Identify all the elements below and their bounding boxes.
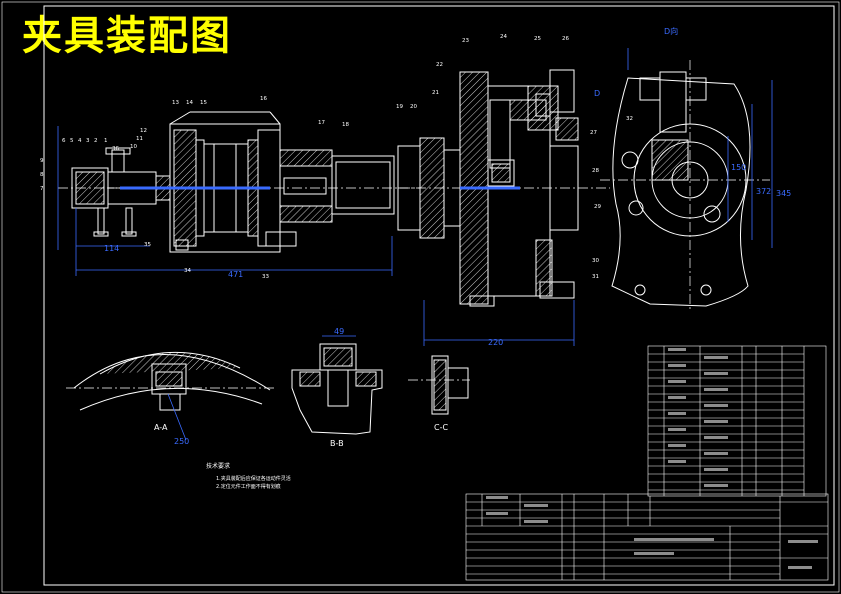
dim-49: 49 <box>334 327 344 336</box>
dim-150: 150 <box>731 163 746 172</box>
notes-line-1: 1.夹具装配后应保证各运动件灵活 <box>216 475 291 482</box>
parts-list-fill <box>486 348 818 569</box>
balloon: 7 <box>40 186 44 192</box>
notes-line-2: 2.定位元件工作面不得有划痕 <box>216 483 281 490</box>
dim-250: 250 <box>174 437 189 446</box>
section-aa <box>66 351 276 411</box>
section-cc <box>408 355 470 415</box>
balloon: 15 <box>200 100 207 106</box>
balloon: 12 <box>140 128 147 134</box>
balloon: 18 <box>342 122 349 128</box>
technical-notes: 技术要求 1.夹具装配后应保证各运动件灵活 2.定位元件工作面不得有划痕 <box>206 462 291 490</box>
balloon-numbers: 9 8 7 6 5 4 3 2 1 10 11 12 13 14 15 16 1… <box>40 34 633 280</box>
balloon: 6 <box>62 138 66 144</box>
balloon: 20 <box>410 104 417 110</box>
parts-list <box>465 345 829 581</box>
balloon: 36 <box>112 146 119 152</box>
balloon: 23 <box>462 38 469 44</box>
balloon: 32 <box>626 116 633 122</box>
balloon: 8 <box>40 172 44 178</box>
chuck-view <box>397 69 610 307</box>
balloon: 19 <box>396 104 403 110</box>
balloon: 24 <box>500 34 507 40</box>
balloon: 17 <box>318 120 325 126</box>
balloon: 1 <box>104 138 108 144</box>
balloon: 33 <box>262 274 269 280</box>
view-labels: A-A B-B C-C D向 D <box>154 26 678 448</box>
balloon: 35 <box>144 242 151 248</box>
dim-114: 114 <box>104 244 119 253</box>
dim-220: 220 <box>488 338 503 347</box>
balloon: 3 <box>86 138 90 144</box>
balloon: 29 <box>594 204 601 210</box>
dim-345: 345 <box>776 189 791 198</box>
balloon: 21 <box>432 90 439 96</box>
balloon: 30 <box>592 258 599 264</box>
balloon: 13 <box>172 100 179 106</box>
main-assembly-view <box>58 111 420 253</box>
balloon: 22 <box>436 62 443 68</box>
section-bb <box>291 343 383 435</box>
view-d <box>600 60 770 310</box>
balloon: 4 <box>78 138 82 144</box>
balloon: 5 <box>70 138 74 144</box>
balloon: 34 <box>184 268 191 274</box>
label-view-d: D向 <box>664 26 678 36</box>
inner-frame <box>43 5 835 586</box>
drawing-title: 夹具装配图 <box>22 13 232 59</box>
balloon: 31 <box>592 274 599 280</box>
balloon: 28 <box>592 168 599 174</box>
balloon: 27 <box>590 130 597 136</box>
balloon: 14 <box>186 100 193 106</box>
dim-372: 372 <box>756 187 771 196</box>
balloon: 9 <box>40 158 44 164</box>
dimension-texts: 114 471 220 49 345 372 150 250 <box>104 163 791 446</box>
label-arrow-d: D <box>594 89 600 98</box>
label-section-aa: A-A <box>154 423 168 432</box>
dimension-lines <box>57 48 773 441</box>
balloon: 16 <box>260 96 267 102</box>
balloon: 25 <box>534 36 541 42</box>
notes-heading: 技术要求 <box>206 462 230 470</box>
balloon: 2 <box>94 138 98 144</box>
dim-471: 471 <box>228 270 243 279</box>
label-section-cc: C-C <box>434 423 448 432</box>
balloon: 11 <box>136 136 143 142</box>
balloon: 26 <box>562 36 569 42</box>
balloon: 10 <box>130 144 137 150</box>
label-section-bb: B-B <box>330 439 344 448</box>
